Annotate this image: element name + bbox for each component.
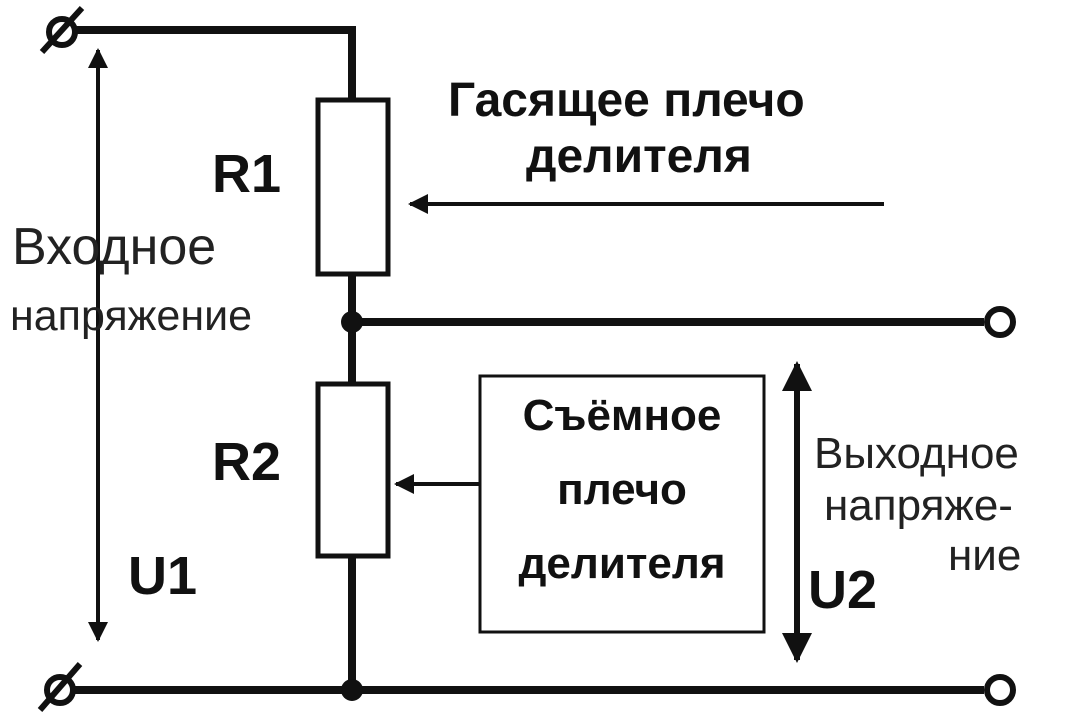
removable-arm-box bbox=[478, 374, 766, 634]
damping-arm-title-line1: Гасящее плечо bbox=[448, 74, 805, 127]
output-voltage-label-line2: напряже- bbox=[824, 481, 1013, 530]
output-terminal-bottom bbox=[984, 674, 1016, 706]
resistor-r1 bbox=[315, 97, 391, 277]
input-terminal-top bbox=[39, 5, 85, 55]
u1-label: U1 bbox=[128, 546, 197, 606]
junction-dot-middle bbox=[341, 311, 363, 333]
u2-label: U2 bbox=[808, 560, 877, 620]
removable-arm-label-line1: Съёмное bbox=[523, 391, 722, 440]
output-voltage-label-line3: ние bbox=[948, 531, 1021, 580]
removable-arm-label-line3: делителя bbox=[518, 539, 725, 588]
r1-label: R1 bbox=[212, 144, 281, 204]
resistor-r2 bbox=[315, 381, 391, 559]
junction-dot-bottom bbox=[341, 679, 363, 701]
input-voltage-label-line2: напряжение bbox=[10, 292, 252, 340]
output-terminal-top bbox=[984, 306, 1016, 338]
top-wire bbox=[76, 26, 356, 100]
damping-arm-title-line2: делителя bbox=[526, 130, 752, 183]
input-terminal-bottom bbox=[37, 662, 83, 712]
output-voltage-label-line1: Выходное bbox=[814, 429, 1019, 478]
r2-label: R2 bbox=[212, 432, 281, 492]
removable-arm-label-line2: плечо bbox=[557, 465, 687, 514]
input-voltage-label-line1: Входное bbox=[12, 218, 216, 276]
